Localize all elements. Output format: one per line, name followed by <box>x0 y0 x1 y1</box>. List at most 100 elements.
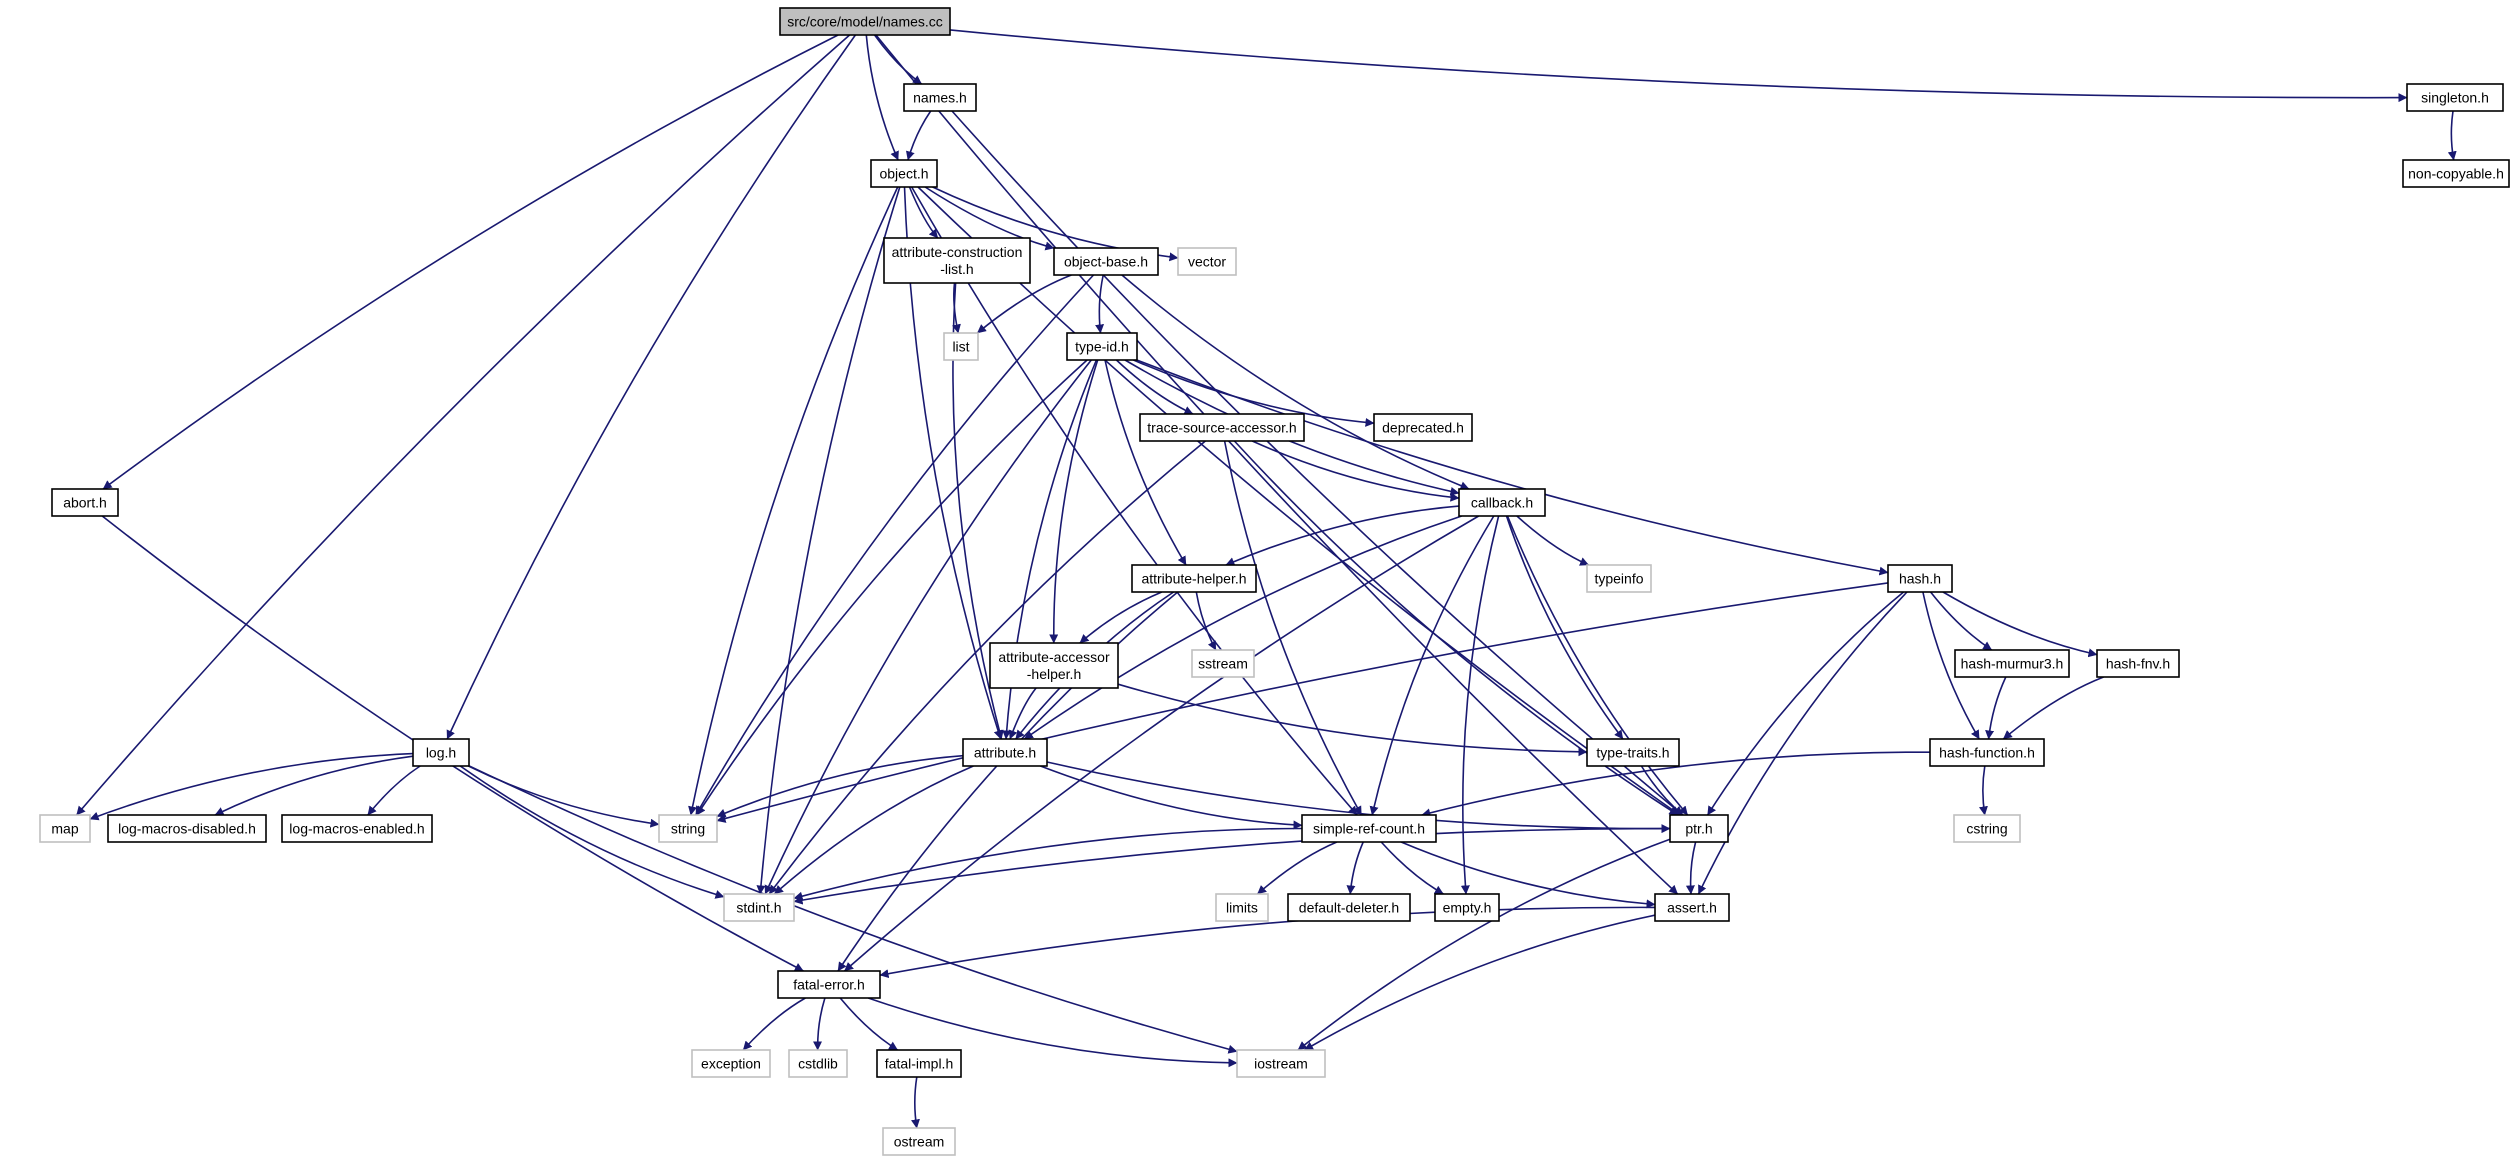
node-label: hash-fnv.h <box>2106 656 2170 672</box>
edge-attribute_h-to-ptr_h <box>1046 761 1671 834</box>
node-singleton-h[interactable]: singleton.h <box>2406 83 2504 112</box>
node-fatal-impl-h[interactable]: fatal-impl.h <box>876 1049 962 1078</box>
node-hash-h[interactable]: hash.h <box>1887 564 1953 593</box>
edge-hash_h-to-assert_h <box>1697 591 1908 895</box>
node-label: singleton.h <box>2421 90 2489 106</box>
edge-trace_source_accessor_h-to-stdint_h <box>768 440 1206 895</box>
node-label: fatal-error.h <box>793 977 865 993</box>
edge-type_id_h-to-hash_h <box>1136 359 1889 576</box>
node-label: -list.h <box>940 261 973 277</box>
node-hash-fnv-h[interactable]: hash-fnv.h <box>2096 649 2180 678</box>
node-label: empty.h <box>1443 900 1492 916</box>
node-empty-h[interactable]: empty.h <box>1434 893 1500 922</box>
node-names-h[interactable]: names.h <box>903 83 977 112</box>
node-log-h[interactable]: log.h <box>412 738 470 767</box>
node-hash-function-h[interactable]: hash-function.h <box>1929 738 2045 767</box>
node-non-copyable-h[interactable]: non-copyable.h <box>2402 159 2510 188</box>
edge-hash_function_h-to-simple_ref_count_h <box>1421 751 1931 818</box>
edge-callback_h-to-simple_ref_count_h <box>1369 515 1495 816</box>
node-type-traits-h[interactable]: type-traits.h <box>1586 738 1680 767</box>
node-abort-h[interactable]: abort.h <box>51 488 119 517</box>
node-attribute-h[interactable]: attribute.h <box>962 738 1048 767</box>
node-attribute-helper-h[interactable]: attribute-helper.h <box>1131 564 1257 593</box>
node-label: log-macros-enabled.h <box>289 821 424 837</box>
edge-type_id_h-to-deprecated_h <box>1133 359 1375 427</box>
node-label: src/core/model/names.cc <box>787 14 943 30</box>
edge-type_id_h-to-string <box>696 359 1088 816</box>
edge-callback_h-to-type_traits_h <box>1505 515 1624 740</box>
node-label: -helper.h <box>1027 666 1081 682</box>
edge-attribute_accessor_helper_h-to-type_traits_h <box>1117 683 1588 757</box>
edge-attribute_h-to-stdint_h <box>773 765 974 895</box>
node-attribute-accessor-helper-h[interactable]: attribute-accessor-helper.h <box>989 642 1119 689</box>
node-limits: limits <box>1215 893 1269 922</box>
edge-fatal_error_h-to-fatal_impl_h <box>839 997 899 1051</box>
node-log-macros-disabled-h[interactable]: log-macros-disabled.h <box>107 814 267 843</box>
node-ptr-h[interactable]: ptr.h <box>1669 814 1729 843</box>
edge-object_h-to-attribute_construction_list_h <box>908 186 939 239</box>
node-object-base-h[interactable]: object-base.h <box>1053 247 1159 276</box>
node-label: exception <box>701 1056 761 1072</box>
edge-names_h-to-ptr_h <box>951 110 1684 816</box>
edge-attribute_helper_h-to-fatal_error_h <box>837 591 1179 972</box>
edge-trace_source_accessor_h-to-simple_ref_count_h <box>1223 440 1363 816</box>
node-deprecated-h[interactable]: deprecated.h <box>1373 413 1473 442</box>
node-cstring: cstring <box>1953 814 2021 843</box>
edge-names_cc-to-names_h <box>873 34 923 85</box>
edge-callback_h-to-attribute_helper_h <box>1225 505 1460 566</box>
edge-type_id_h-to-trace_source_accessor_h <box>1115 359 1194 415</box>
node-hash-murmur3-h[interactable]: hash-murmur3.h <box>1954 649 2070 678</box>
node-label: ostream <box>894 1134 945 1150</box>
node-names-cc[interactable]: src/core/model/names.cc <box>779 7 951 36</box>
node-assert-h[interactable]: assert.h <box>1654 893 1730 922</box>
node-log-macros-enabled-h[interactable]: log-macros-enabled.h <box>281 814 433 843</box>
node-label: callback.h <box>1471 495 1533 511</box>
node-sstream: sstream <box>1191 649 1255 678</box>
node-object-h[interactable]: object.h <box>870 159 938 188</box>
node-label: attribute-helper.h <box>1141 571 1246 587</box>
node-label: sstream <box>1198 656 1248 672</box>
nodes-layer: src/core/model/names.cc names.h singleton.… <box>39 7 2510 1156</box>
edge-trace_source_accessor_h-to-ptr_h <box>1233 440 1679 816</box>
edge-hash_murmur3_h-to-hash_function_h <box>1985 676 2007 740</box>
edge-names_h-to-object_h <box>905 110 932 161</box>
node-label: type-traits.h <box>1596 745 1669 761</box>
edge-names_cc-to-assert_h <box>875 34 1679 895</box>
edge-callback_h-to-ptr_h <box>1506 515 1689 816</box>
edge-simple_ref_count_h-to-stdint_h <box>793 827 1303 901</box>
node-label: map <box>51 821 78 837</box>
edge-ptr_h-to-assert_h <box>1685 841 1697 895</box>
node-label: object.h <box>879 166 928 182</box>
node-attribute-construction-list-h[interactable]: attribute-construction-list.h <box>883 237 1031 284</box>
node-fatal-error-h[interactable]: fatal-error.h <box>777 970 881 999</box>
node-label: log.h <box>426 745 456 761</box>
edge-object_base_h-to-type_id_h <box>1095 274 1105 334</box>
edge-object_h-to-ptr_h <box>917 186 1681 816</box>
node-trace-source-accessor-h[interactable]: trace-source-accessor.h <box>1139 413 1305 442</box>
node-label: attribute.h <box>974 745 1036 761</box>
node-string: string <box>658 814 718 843</box>
edge-hash_h-to-hash_murmur3_h <box>1929 591 1993 651</box>
node-type-id-h[interactable]: type-id.h <box>1066 332 1138 361</box>
node-label: trace-source-accessor.h <box>1147 420 1296 436</box>
edge-callback_h-to-attribute_h <box>1023 515 1462 740</box>
edge-log_h-to-iostream <box>468 765 1238 1054</box>
edge-hash_h-to-ptr_h <box>1706 591 1905 816</box>
node-list: list <box>943 332 979 361</box>
node-ostream: ostream <box>882 1127 956 1156</box>
node-label: names.h <box>913 90 967 106</box>
node-simple-ref-count-h[interactable]: simple-ref-count.h <box>1301 814 1437 843</box>
edge-object_base_h-to-list <box>976 274 1072 334</box>
node-label: object-base.h <box>1064 254 1148 270</box>
node-label: fatal-impl.h <box>885 1056 953 1072</box>
node-callback-h[interactable]: callback.h <box>1458 488 1546 517</box>
node-label: simple-ref-count.h <box>1313 821 1425 837</box>
node-default-deleter-h[interactable]: default-deleter.h <box>1287 893 1411 922</box>
edge-attribute_accessor_helper_h-to-attribute_h <box>1008 687 1037 740</box>
edge-names_cc-to-singleton_h <box>949 29 2408 103</box>
node-stdint-h: stdint.h <box>723 893 795 922</box>
edge-assert_h-to-fatal_error_h <box>879 906 1656 979</box>
edge-hash_h-to-hash_fnv_h <box>1942 591 2098 658</box>
node-label: log-macros-disabled.h <box>118 821 256 837</box>
